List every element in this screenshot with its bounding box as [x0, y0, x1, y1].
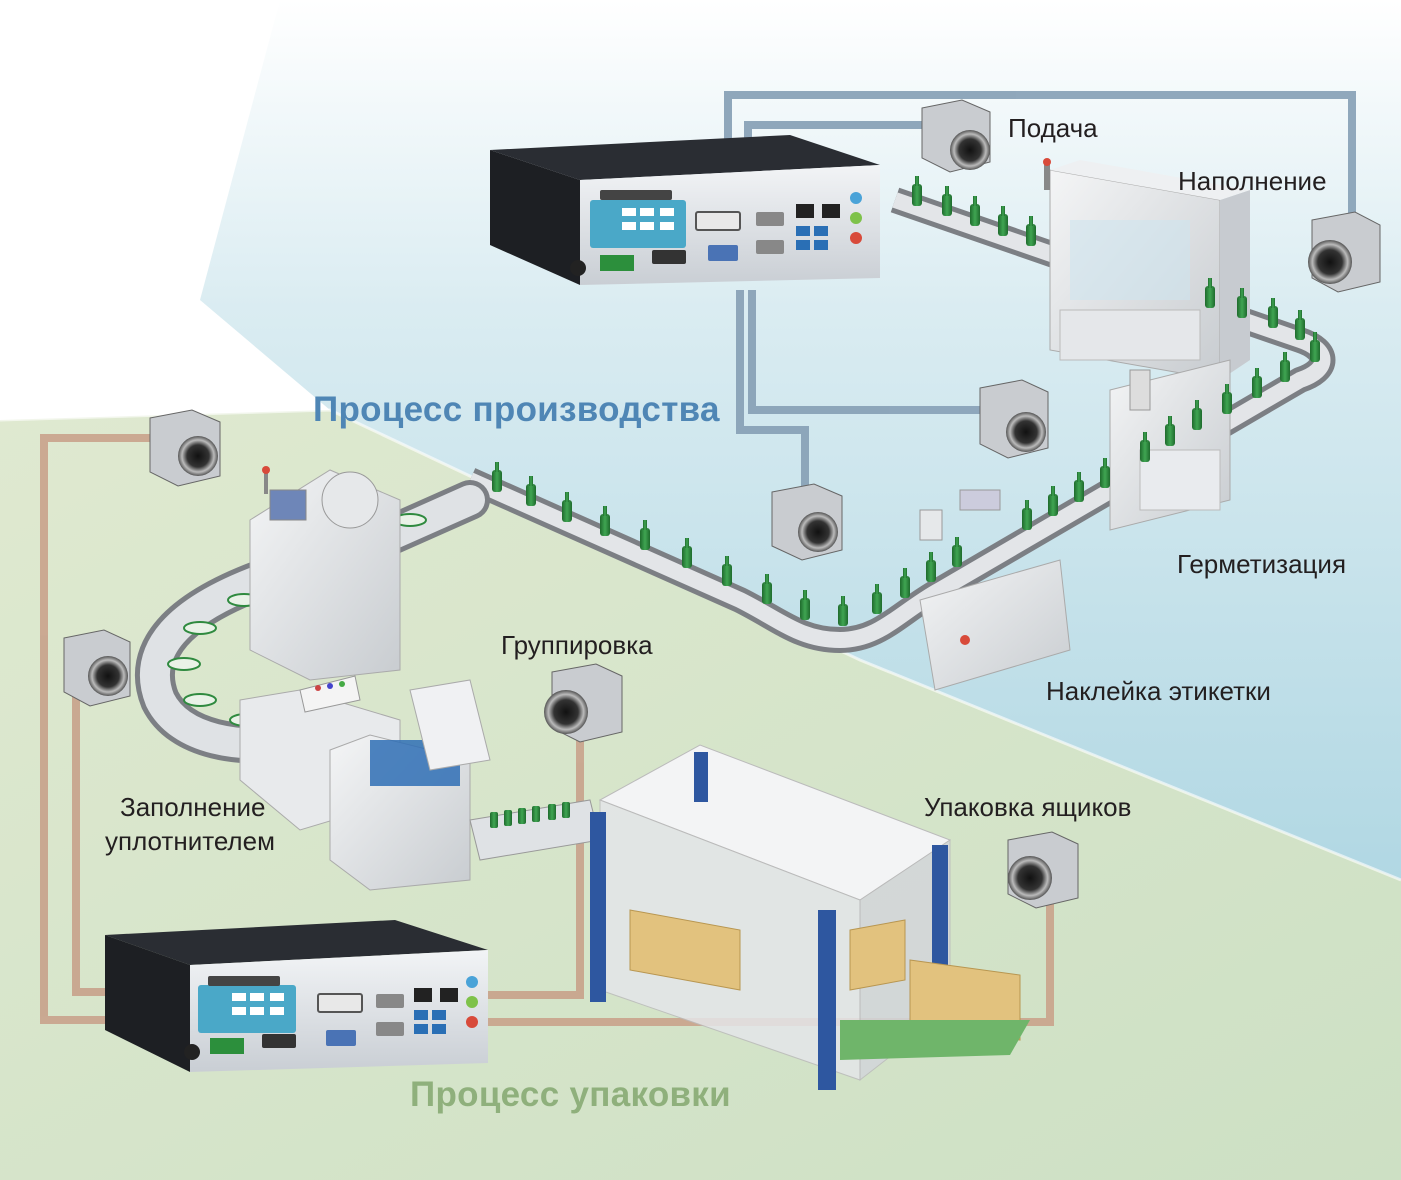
camera-icon [921, 99, 991, 173]
label-partition-line1: Заполнение [120, 792, 266, 822]
camera-icon [771, 483, 843, 561]
bottles [492, 176, 1320, 626]
labeling-machine [919, 489, 1071, 691]
camera-icon [544, 663, 623, 743]
label-feed: Подача [1008, 113, 1098, 143]
filling-machine [1043, 158, 1250, 381]
title-packaging: Процесс упаковки [410, 1075, 731, 1114]
label-seal: Герметизация [1177, 549, 1347, 579]
camera-icon [63, 629, 131, 707]
industrial-pc-bottom [105, 920, 488, 1072]
industrial-pc-top [490, 135, 880, 285]
label-partition-line2: уплотнителем [105, 826, 275, 856]
production-cables [724, 91, 1356, 500]
camera-icon [1007, 831, 1079, 909]
label-labeling: Наклейка этикетки [1046, 676, 1271, 706]
case-packer [590, 744, 1030, 1090]
title-production: Процесс производства [313, 390, 720, 429]
grouped-bottles [469, 799, 601, 861]
camera-icon [149, 409, 221, 487]
partition-machine [239, 675, 491, 891]
label-grouping: Группировка [501, 630, 653, 660]
label-case-packing: Упаковка ящиков [924, 792, 1132, 822]
grouping-machine [249, 466, 401, 681]
camera-icon [979, 379, 1049, 459]
label-fill: Наполнение [1178, 166, 1327, 196]
production-conveyor [464, 187, 1336, 653]
camera-icon [1308, 211, 1381, 293]
